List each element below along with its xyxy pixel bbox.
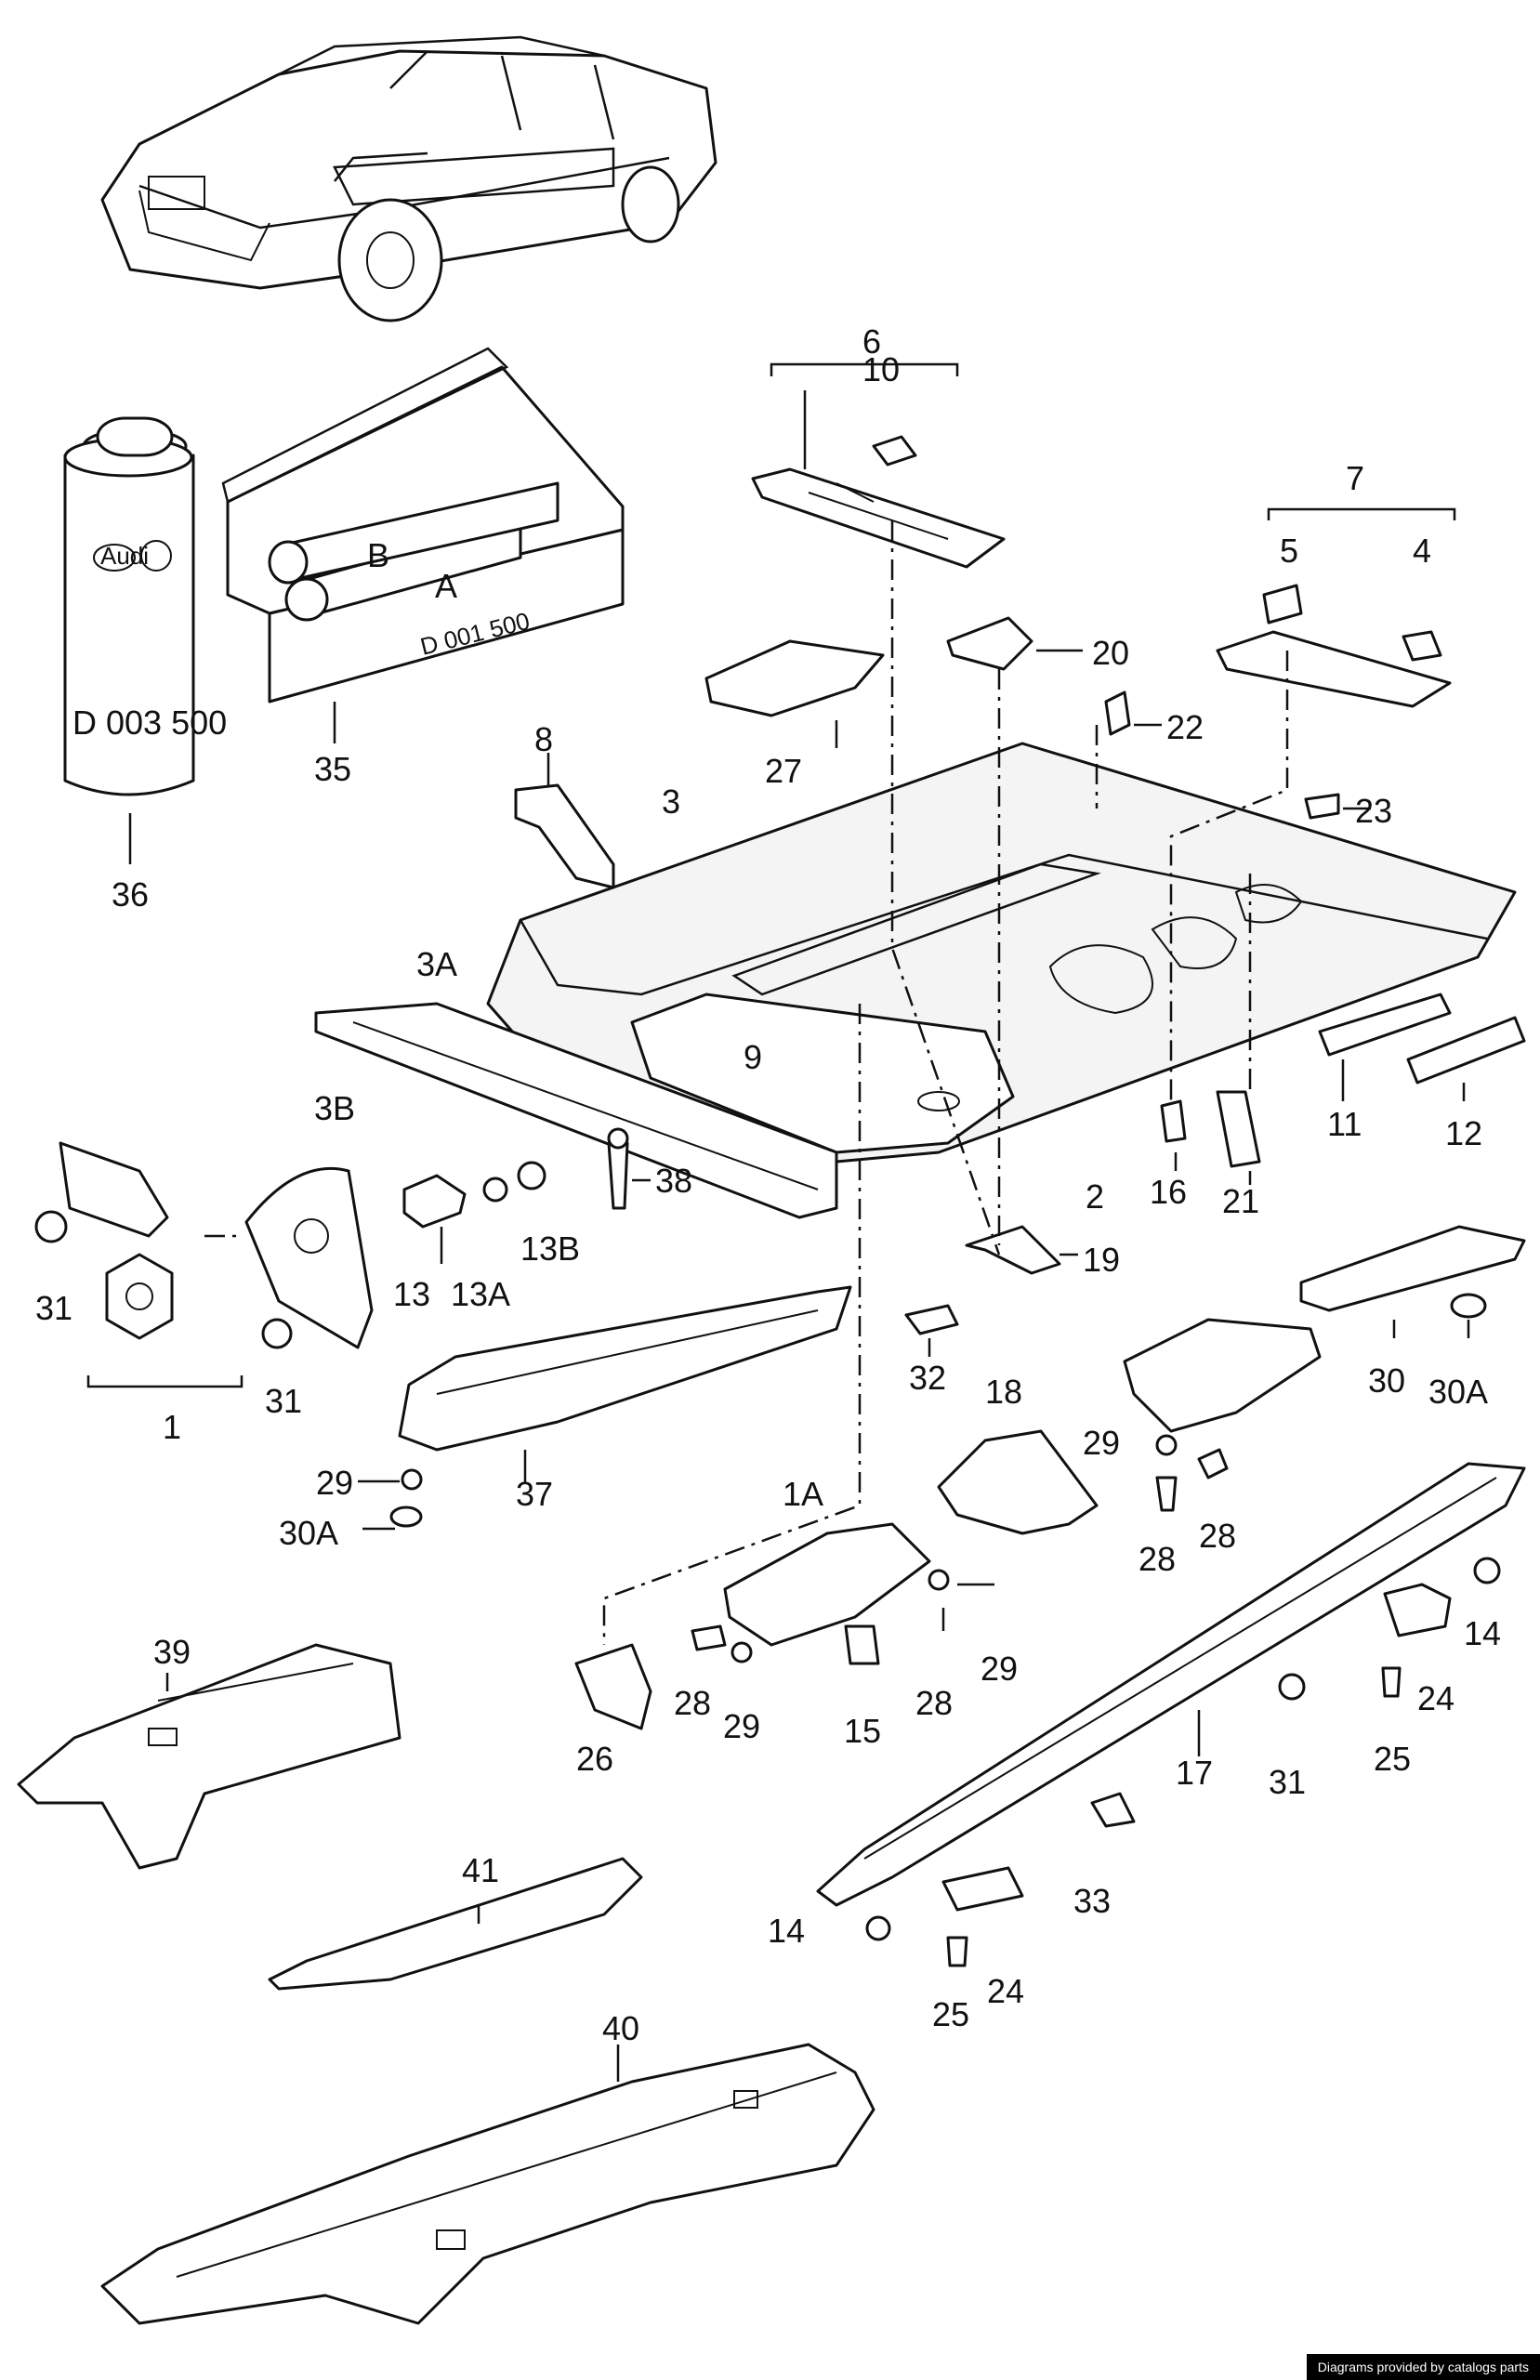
label-1A: 1A [783, 1475, 823, 1513]
label-24-right: 24 [1417, 1679, 1454, 1717]
audi-logo-text: Audi [100, 542, 149, 570]
label-23: 23 [1355, 792, 1392, 830]
label-14-right: 14 [1464, 1614, 1501, 1652]
label-28-lower: 28 [915, 1684, 953, 1722]
label-30A-right: 30A [1428, 1373, 1488, 1411]
reference-lines [204, 520, 1289, 1645]
can-part-number: D 003 500 [72, 703, 227, 742]
heat-shield-37 [358, 1285, 852, 1531]
label-29-left: 29 [316, 1464, 353, 1502]
heat-shield-41 [268, 1857, 643, 1991]
label-28-right-b: 28 [1199, 1517, 1236, 1555]
label-20: 20 [1092, 634, 1129, 672]
label-36: 36 [112, 875, 149, 914]
label-1: 1 [163, 1408, 181, 1446]
credit-badge: Diagrams provided by catalogs parts [1306, 2354, 1540, 2380]
adhesive-kit-35: B A D 001 500 [221, 347, 625, 743]
label-2: 2 [1086, 1177, 1104, 1216]
label-31-mid: 31 [265, 1382, 302, 1420]
label-11: 11 [1327, 1105, 1362, 1143]
parts-19-32 [904, 1225, 1078, 1357]
label-37: 37 [516, 1475, 553, 1513]
parts-11-12 [1318, 993, 1526, 1101]
label-24-left: 24 [987, 1972, 1024, 2010]
label-18: 18 [985, 1373, 1022, 1411]
label-27: 27 [765, 752, 802, 790]
label-13B: 13B [520, 1229, 580, 1268]
label-31-left: 31 [35, 1289, 72, 1327]
label-4: 4 [1413, 532, 1431, 570]
label-25-right: 25 [1374, 1740, 1411, 1778]
heat-shield-39 [17, 1643, 401, 1870]
label-21: 21 [1222, 1182, 1259, 1220]
label-16: 16 [1150, 1173, 1187, 1211]
label-8: 8 [534, 720, 553, 758]
sill-panel-17 [816, 1462, 1526, 1967]
label-6: 6 [862, 322, 881, 361]
label-28-center: 28 [674, 1684, 711, 1722]
label-26: 26 [576, 1740, 613, 1778]
label-33: 33 [1073, 1882, 1111, 1920]
group-7 [1216, 507, 1456, 708]
callout-labels: 6 10 7 5 4 20 22 23 8 3 27 35 36 3A 3B 9… [35, 322, 1501, 2047]
parts-16-21 [1160, 1090, 1261, 1185]
label-29-center: 29 [981, 1650, 1018, 1688]
car-illustration [100, 35, 717, 322]
bracket-right [1123, 1318, 1322, 1512]
label-35: 35 [314, 750, 351, 788]
group-6 [751, 362, 1006, 569]
label-10: 10 [862, 350, 900, 388]
label-3A: 3A [416, 945, 457, 983]
label-32: 32 [909, 1359, 946, 1397]
crossmember-3A [314, 1002, 838, 1219]
label-30: 30 [1368, 1361, 1405, 1400]
label-12: 12 [1445, 1114, 1482, 1152]
label-13: 13 [393, 1275, 430, 1313]
label-5: 5 [1280, 532, 1298, 570]
label-17: 17 [1176, 1754, 1213, 1792]
label-3B: 3B [314, 1089, 355, 1127]
label-31-right: 31 [1269, 1763, 1306, 1801]
label-29-lower: 29 [723, 1707, 760, 1745]
label-3: 3 [662, 782, 680, 821]
label-25-left: 25 [932, 1995, 969, 2033]
parts-13-38 [402, 1127, 651, 1264]
label-40: 40 [602, 2009, 639, 2047]
tube-label-a: A [435, 567, 457, 605]
label-41: 41 [462, 1851, 499, 1889]
label-14-left: 14 [768, 1912, 805, 1950]
parts-18-26 [574, 1429, 1099, 1730]
parts-upper-middle [704, 616, 1371, 820]
heat-shield-40 [100, 2043, 875, 2325]
floor-pan [486, 742, 1517, 1164]
label-7: 7 [1346, 459, 1364, 497]
label-13A: 13A [451, 1275, 510, 1313]
label-19: 19 [1083, 1241, 1120, 1279]
mount-assembly-1 [34, 1141, 374, 1388]
label-39: 39 [153, 1633, 191, 1671]
bracket-8 [514, 753, 615, 889]
spray-can-36: Audi D 003 500 [63, 416, 227, 864]
label-38: 38 [655, 1162, 692, 1200]
parts-30 [1299, 1225, 1526, 1338]
label-15: 15 [844, 1712, 881, 1750]
label-22: 22 [1166, 708, 1204, 746]
label-29-right: 29 [1083, 1424, 1120, 1462]
label-9: 9 [744, 1038, 762, 1076]
tube-label-b: B [367, 536, 389, 574]
label-30A-left: 30A [279, 1514, 338, 1552]
label-28-right-a: 28 [1139, 1540, 1176, 1578]
